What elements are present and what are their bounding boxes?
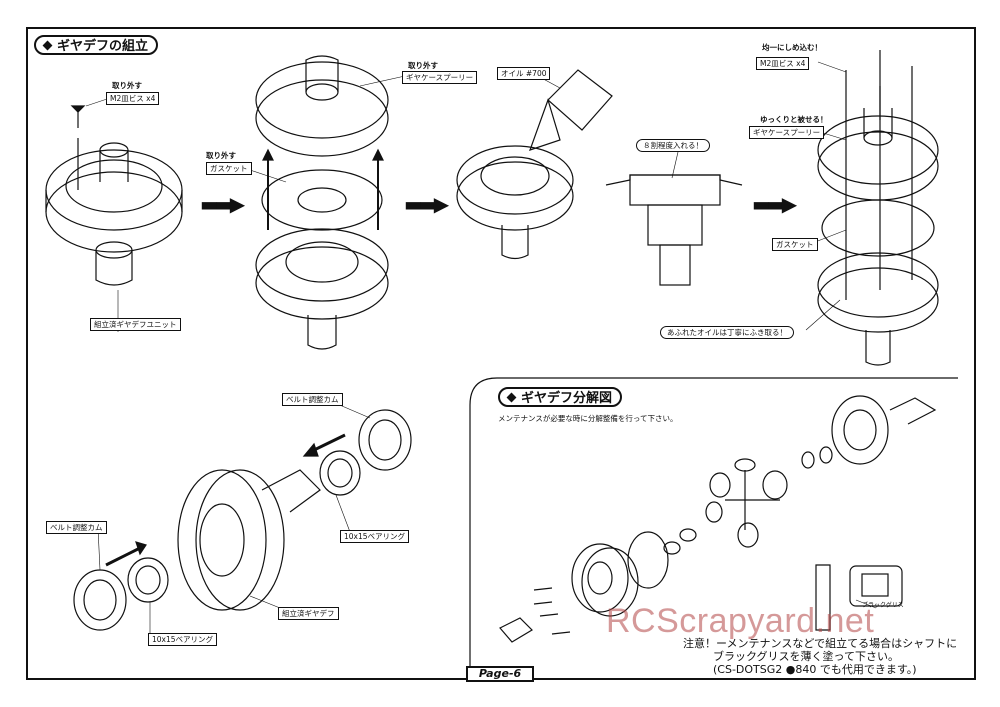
step5-reassembly <box>817 50 939 366</box>
page-number: Page-6 <box>466 666 534 682</box>
step2-gasket-label: ガスケット <box>206 162 252 175</box>
exploded-parts <box>499 395 937 643</box>
belt-cam-left-label: ベルト調整カム <box>46 521 107 534</box>
belt-cam-top-label: ベルト調整カム <box>282 393 343 406</box>
maintenance-note: メンテナンスが必要な時に分解整備を行って下さい。 <box>498 414 678 423</box>
step2-gear-case-pulley-label: ギヤケースプーリー <box>402 71 478 84</box>
belt-assembly <box>73 409 412 631</box>
exploded-panel-border <box>469 377 958 406</box>
step4-fill-label: ８割程度入れる！ <box>636 139 710 152</box>
note-line-2: ブラックグリスを薄く塗って下さい。 <box>713 650 900 663</box>
step1-diff-unit <box>45 105 183 286</box>
assembly-section-tag: ギヤデフの組立 <box>34 35 159 55</box>
step-arrow-icon: ▬▬▶ <box>200 192 245 216</box>
bearing-top-label: 10x15ベアリング <box>340 530 410 543</box>
step5-cover-label: ゆっくりと被せる！ <box>760 115 828 124</box>
step-arrow-icon: ▬▬▶ <box>404 192 449 216</box>
grease-caution-note: 注意！ーメンテナンスなどで組立てる場合はシャフトに ブラックグリスを薄く塗って下… <box>683 637 957 676</box>
step2-remove-mid-label: 取り外す <box>206 151 236 160</box>
step4-cutaway <box>605 174 743 286</box>
step5-gear-case-pulley-label: ギヤケースプーリー <box>749 126 825 139</box>
step2-parts <box>255 55 389 350</box>
step5-wipe-label: あふれたオイルは丁寧にふき取る！ <box>660 326 794 339</box>
step2-remove-top-label: 取り外す <box>408 61 438 70</box>
step1-unit-label: 組立済ギヤデフユニット <box>90 318 181 331</box>
leader-lines <box>85 61 877 634</box>
note-line-1: 注意！ーメンテナンスなどで組立てる場合はシャフトに <box>683 637 958 650</box>
assembly-section-title: ギヤデフの組立 <box>57 39 149 54</box>
note-line-3: (CS-DOTSG2 ●840 でも代用できます。) <box>713 663 917 676</box>
step-arrow-icon: ▬▬▶ <box>752 192 797 216</box>
step3-oil-label: オイル #700 <box>497 67 551 80</box>
step5-tighten-label: 均一にしめ込む！ <box>762 43 822 52</box>
black-grease-label: ブラックグリス <box>862 602 904 609</box>
step1-remove-label: 取り外す <box>112 81 142 90</box>
watermark: RCScrapyard.net <box>606 602 875 640</box>
exploded-section-title: ギヤデフ分解図 <box>521 391 613 406</box>
diamond-bullet-icon <box>506 392 517 403</box>
step1-screws-label: M2皿ビス x4 <box>106 92 160 105</box>
diamond-bullet-icon <box>42 40 53 51</box>
step3-oil <box>456 69 613 260</box>
bearing-left-label: 10x15ベアリング <box>148 633 218 646</box>
step5-screws-label: M2皿ビス x4 <box>756 57 810 70</box>
step5-gasket-label: ガスケット <box>772 238 818 251</box>
assembled-diff-label: 組立済ギヤデフ <box>278 607 339 620</box>
exploded-section-tag: ギヤデフ分解図 <box>498 387 623 407</box>
